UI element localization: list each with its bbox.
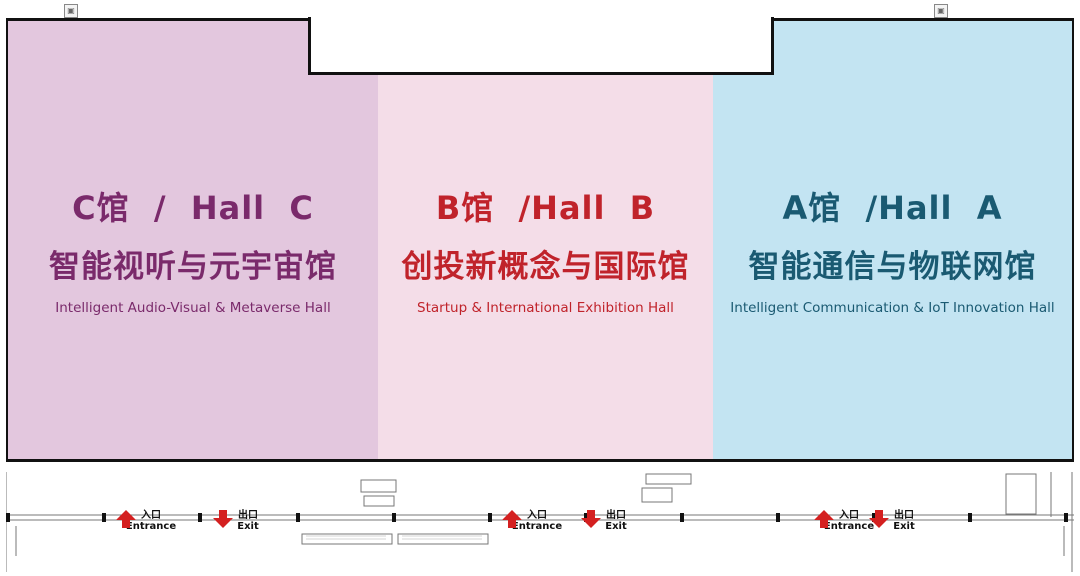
hall-c-name-en: Intelligent Audio-Visual & Metaverse Hal… <box>55 300 331 316</box>
exit-2-label-cn: 出口 <box>606 510 626 521</box>
arrow-down-icon <box>213 510 233 528</box>
exit-3-label-cn: 出口 <box>894 510 914 521</box>
hall-b-name-en: Startup & International Exhibition Hall <box>417 300 674 316</box>
hall-c-title: C馆 / Hall C <box>72 189 314 227</box>
hall-a[interactable]: A馆 /Hall A 智能通信与物联网馆 Intelligent Communi… <box>713 21 1072 459</box>
arrow-down-icon <box>869 510 889 528</box>
exit-2[interactable]: 出口 Exit <box>581 510 651 532</box>
map-marker-icon: ▣ <box>64 4 78 18</box>
map-marker-icon: ▣ <box>934 4 948 18</box>
entrance-3-label-cn: 入口 <box>839 510 859 521</box>
entrance-2-label-cn: 入口 <box>527 510 547 521</box>
hall-b-title: B馆 /Hall B <box>435 189 656 227</box>
hall-a-title: A馆 /Hall A <box>782 189 1003 227</box>
hall-c-name-cn: 智能视听与元宇宙馆 <box>49 249 337 285</box>
exit-3-label-en: Exit <box>893 521 915 532</box>
exit-3[interactable]: 出口 Exit <box>869 510 939 532</box>
lobby-corridor: 入口 Entrance 出口 Exit 入口 Entrance 出口 Exit … <box>6 462 1074 572</box>
notch-area <box>308 17 774 75</box>
hall-floor-plan: C馆 / Hall C 智能视听与元宇宙馆 Intelligent Audio-… <box>6 17 1074 462</box>
entrance-1[interactable]: 入口 Entrance <box>116 510 186 532</box>
entrance-1-label-cn: 入口 <box>141 510 161 521</box>
entrance-3-label-en: Entrance <box>823 521 875 532</box>
arrow-up-icon <box>116 510 136 528</box>
entrance-2[interactable]: 入口 Entrance <box>502 510 572 532</box>
arrow-down-icon <box>581 510 601 528</box>
exit-2-label-en: Exit <box>605 521 627 532</box>
arrow-up-icon <box>502 510 522 528</box>
exit-1[interactable]: 出口 Exit <box>213 510 283 532</box>
entrance-1-label-en: Entrance <box>125 521 177 532</box>
corridor-outline <box>6 472 1074 572</box>
hall-c[interactable]: C馆 / Hall C 智能视听与元宇宙馆 Intelligent Audio-… <box>8 21 378 459</box>
arrow-up-icon <box>814 510 834 528</box>
hall-b-name-cn: 创投新概念与国际馆 <box>401 249 690 285</box>
hall-a-name-en: Intelligent Communication & IoT Innovati… <box>730 300 1055 316</box>
hall-b[interactable]: B馆 /Hall B 创投新概念与国际馆 Startup & Internati… <box>378 21 713 459</box>
hall-a-name-cn: 智能通信与物联网馆 <box>748 249 1037 285</box>
entrance-3[interactable]: 入口 Entrance <box>814 510 884 532</box>
exit-1-label-en: Exit <box>237 521 259 532</box>
exit-1-label-cn: 出口 <box>238 510 258 521</box>
entrance-2-label-en: Entrance <box>511 521 563 532</box>
